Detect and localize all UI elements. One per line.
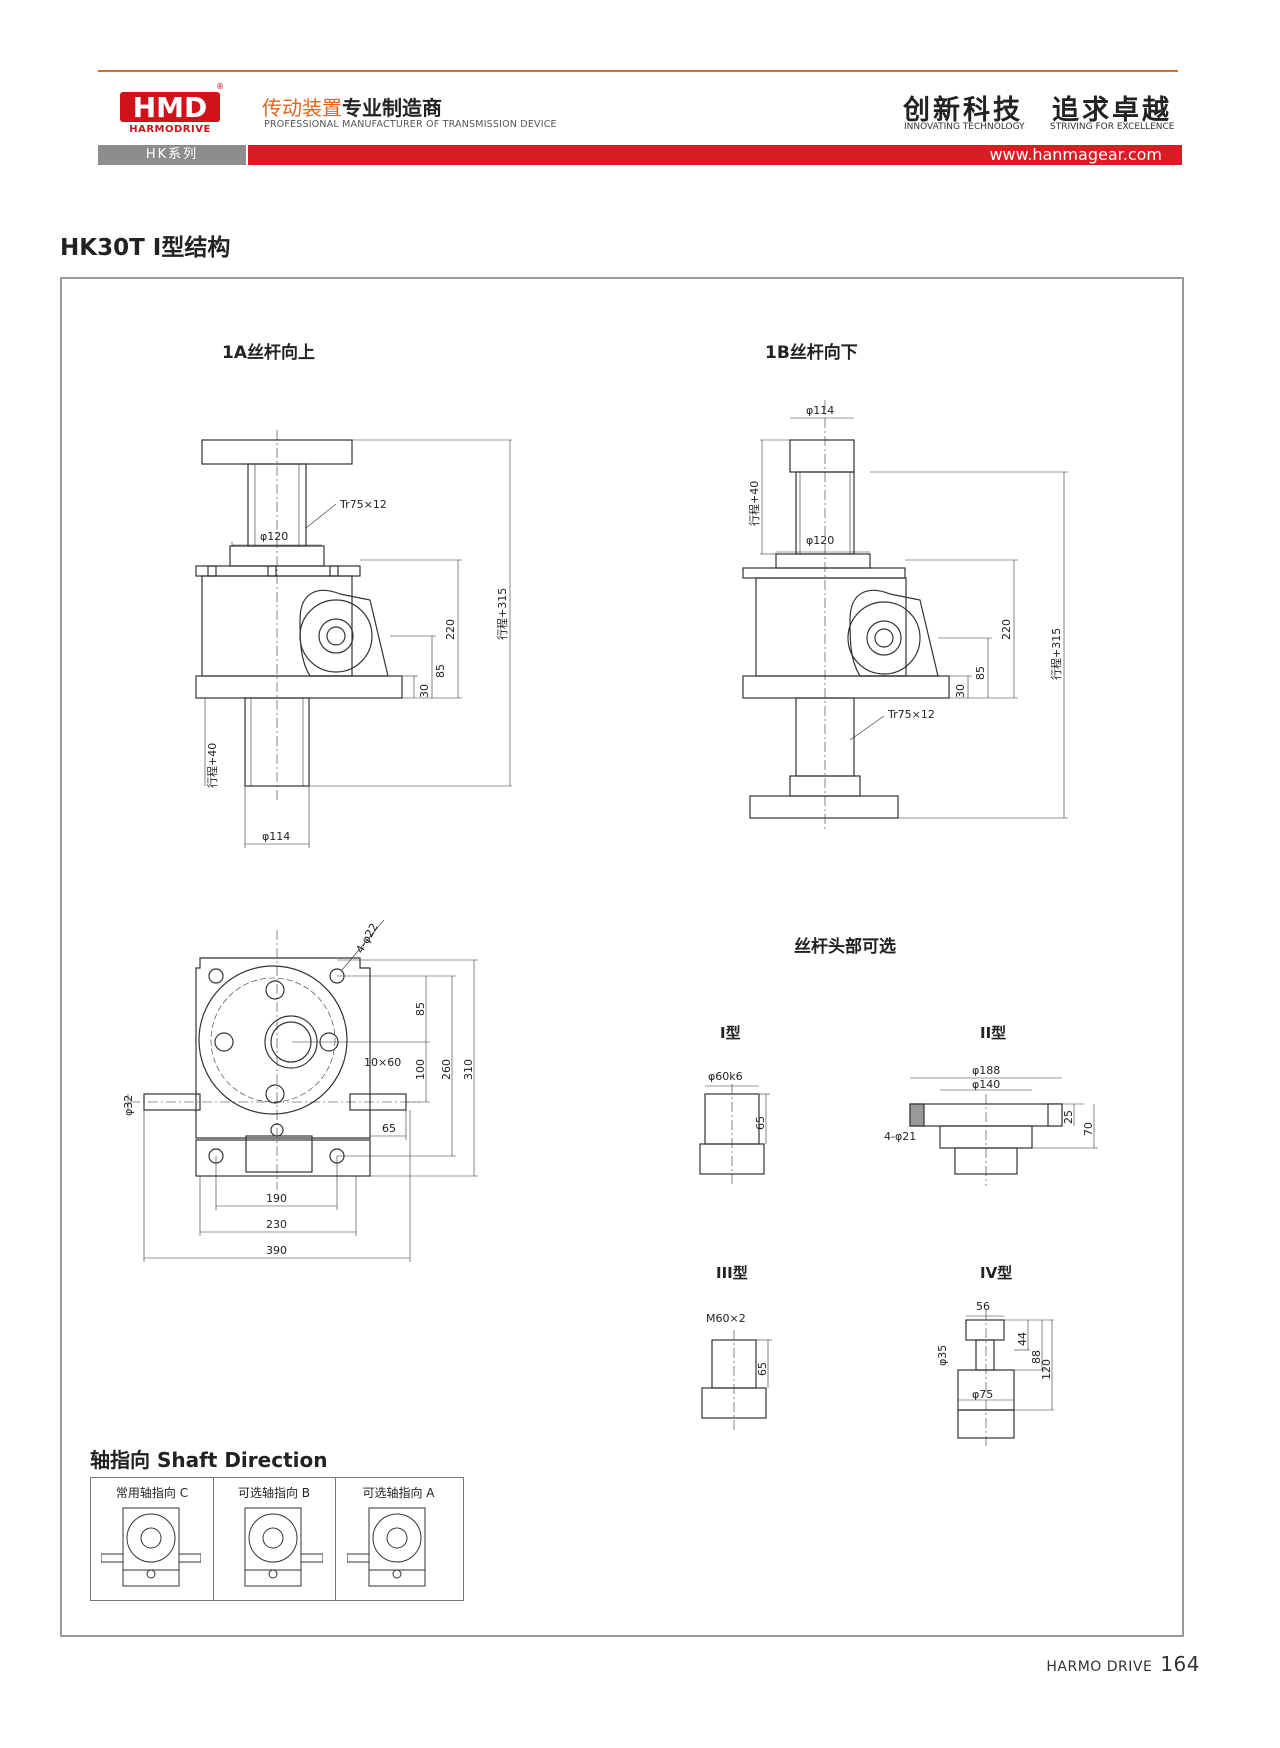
slogan-innovate: 创新科技 xyxy=(903,95,1023,126)
type3-h: 65 xyxy=(756,1362,769,1376)
slogan-excellence: 追求卓越 xyxy=(1052,95,1172,126)
dim-top-390: 390 xyxy=(266,1244,287,1257)
shaft-option-b: 可选轴指向 B xyxy=(213,1478,336,1600)
head-type-1 xyxy=(699,1084,770,1184)
type2-d188: φ188 xyxy=(972,1064,1000,1077)
dim-1b-stroke40: 行程+40 xyxy=(748,481,761,526)
type2-h70: 70 xyxy=(1082,1122,1095,1136)
dim-1a-thread: Tr75×12 xyxy=(339,498,387,511)
series-label: HK系列 xyxy=(98,145,246,165)
footer-brand: HARMO DRIVE xyxy=(1046,1659,1153,1675)
dim-1b-85: 85 xyxy=(974,666,987,680)
dim-1a-30: 30 xyxy=(418,684,431,698)
shaft-direction-table: 常用轴指向 C 可选轴指向 B 可选轴指向 A xyxy=(90,1477,464,1601)
dim-top-85: 85 xyxy=(414,1002,427,1016)
head-type-3 xyxy=(701,1330,772,1430)
tagline-cn: 传动装置专业制造商 xyxy=(262,96,442,120)
page-title: HK30T I型结构 xyxy=(60,235,231,261)
title-1a: 1A丝杆向上 xyxy=(222,342,315,363)
header-rule xyxy=(98,70,1178,72)
gearbox-icon xyxy=(347,1507,426,1587)
heads-title: 丝杆头部可选 xyxy=(794,936,896,957)
tagline-en: PROFESSIONAL MANUFACTURER OF TRANSMISSIO… xyxy=(264,119,557,130)
type4-label: IV型 xyxy=(980,1264,1012,1282)
type4-w: 56 xyxy=(976,1300,990,1313)
type2-h25: 25 xyxy=(1062,1110,1075,1124)
type4-h88: 88 xyxy=(1030,1350,1043,1364)
shaft-direction-title: 轴指向 Shaft Direction xyxy=(90,1448,328,1472)
type1-dia: φ60k6 xyxy=(708,1070,743,1083)
dim-1b-d120: φ120 xyxy=(806,534,834,547)
dim-1a-d120: φ120 xyxy=(260,530,288,543)
type2-d140: φ140 xyxy=(972,1078,1000,1091)
shaft-option-label: 可选轴指向 B xyxy=(237,1486,311,1500)
svg-text:HMD: HMD xyxy=(133,91,208,124)
head-type-2 xyxy=(909,1077,1098,1186)
gearbox-icon xyxy=(244,1507,323,1587)
dim-1a-d114: φ114 xyxy=(262,830,290,843)
type4-d75: φ75 xyxy=(972,1388,993,1401)
shaft-option-label: 常用轴指向 C xyxy=(115,1486,189,1500)
shaft-option-a: 可选轴指向 A xyxy=(335,1478,462,1600)
dim-top-310: 310 xyxy=(462,1059,475,1080)
shaft-option-label: 可选轴指向 A xyxy=(362,1486,435,1500)
dim-1b-d114: φ114 xyxy=(806,404,834,417)
type4-h120: 120 xyxy=(1040,1359,1053,1380)
dim-bolt-holes: 4-φ22 xyxy=(353,921,380,955)
drawing-frame xyxy=(60,277,1184,1637)
dim-top-key: 10×60 xyxy=(364,1056,401,1069)
top-view xyxy=(127,919,478,1262)
dim-1a-85: 85 xyxy=(434,664,447,678)
dim-top-shaft: φ32 xyxy=(122,1095,135,1116)
dim-1a-stroke40: 行程+40 xyxy=(206,743,219,788)
shaft-option-c: 常用轴指向 C xyxy=(91,1478,214,1600)
dim-1a-stroke315: 行程+315 xyxy=(496,588,509,640)
type1-h: 65 xyxy=(754,1116,767,1130)
website-url[interactable]: www.hanmagear.com xyxy=(989,145,1162,164)
footer: HARMO DRIVE 164 xyxy=(1046,1652,1200,1676)
gearbox-icon xyxy=(101,1507,201,1587)
type1-label: I型 xyxy=(720,1024,741,1042)
dim-1b-30: 30 xyxy=(954,684,967,698)
type2-holes: 4-φ21 xyxy=(884,1130,916,1143)
type3-thread: M60×2 xyxy=(706,1312,746,1325)
view-1b-screw-down xyxy=(742,400,1068,830)
dim-1b-stroke315: 行程+315 xyxy=(1050,628,1063,680)
type4-d35: φ35 xyxy=(936,1345,949,1366)
header-red-bar xyxy=(248,145,1182,165)
hmd-logo: HMD xyxy=(120,91,220,124)
dim-1a-220: 220 xyxy=(444,619,457,640)
dim-top-230: 230 xyxy=(266,1218,287,1231)
slogan-excellence-en: STRIVING FOR EXCELLENCE xyxy=(1050,122,1175,132)
title-1b: 1B丝杆向下 xyxy=(765,342,858,363)
logo-subtitle: HARMODRIVE xyxy=(129,124,211,135)
head-type-4 xyxy=(957,1310,1054,1446)
dim-top-100: 100 xyxy=(414,1059,427,1080)
dim-top-190: 190 xyxy=(266,1192,287,1205)
dim-1b-thread: Tr75×12 xyxy=(887,708,935,721)
page-number: 164 xyxy=(1160,1652,1200,1676)
dim-top-65: 65 xyxy=(382,1122,396,1135)
type3-label: III型 xyxy=(716,1264,748,1282)
view-1a-screw-up xyxy=(195,430,512,848)
type4-h44: 44 xyxy=(1016,1332,1029,1346)
slogan-innovate-en: INNOVATING TECHNOLOGY xyxy=(904,122,1025,132)
type2-label: II型 xyxy=(980,1024,1006,1042)
dim-top-260: 260 xyxy=(440,1059,453,1080)
registered-mark: ® xyxy=(216,82,224,91)
dim-1b-220: 220 xyxy=(1000,619,1013,640)
